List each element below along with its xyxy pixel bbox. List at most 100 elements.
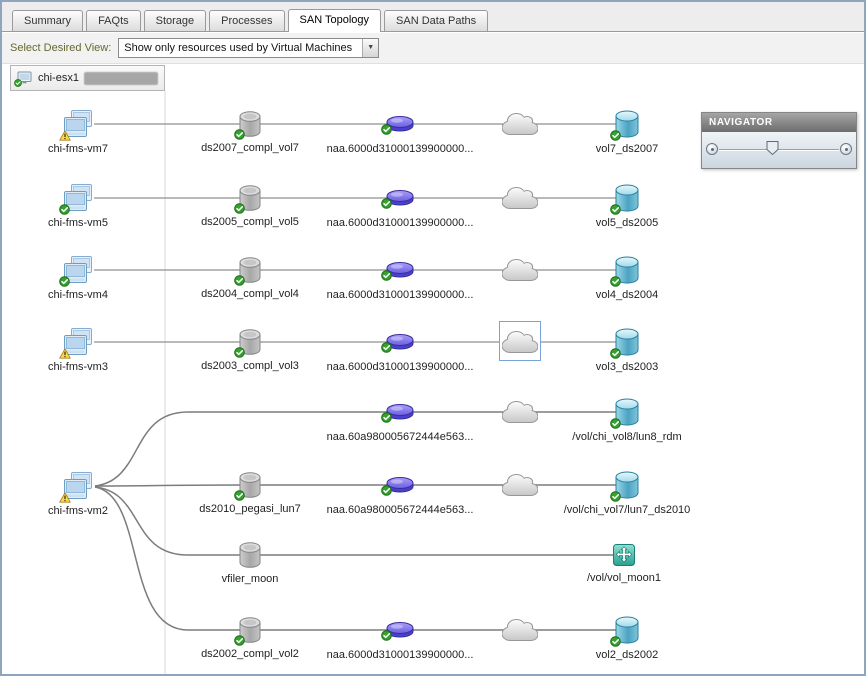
redacted-text xyxy=(83,71,158,85)
datastore-icon xyxy=(238,616,262,644)
tab-faqts[interactable]: FAQts xyxy=(86,10,141,31)
node-label: naa.60a980005672444e563... xyxy=(326,431,474,443)
node-network-cloud-row-3[interactable] xyxy=(490,258,550,282)
lun-disk-icon xyxy=(385,261,415,279)
node-network-cloud-row-7[interactable] xyxy=(490,618,550,642)
node-volume-lun7-ds2010[interactable]: /vol/chi_vol7/lun7_ds2010 xyxy=(542,470,712,516)
node-vm-chi-fms-vm3[interactable]: chi-fms-vm3 xyxy=(2,327,163,373)
node-vm-chi-fms-vm5[interactable]: chi-fms-vm5 xyxy=(2,183,163,229)
node-datastore-ds2004[interactable]: ds2004_compl_vol4 xyxy=(165,256,335,300)
node-vm-chi-fms-vm2[interactable]: chi-fms-vm2 xyxy=(2,471,163,517)
node-lun-row-1[interactable]: naa.6000d31000139900000... xyxy=(315,115,485,155)
node-lun-row-4[interactable]: naa.6000d31000139900000... xyxy=(315,333,485,373)
node-volume-vol4-ds2004[interactable]: vol4_ds2004 xyxy=(542,255,712,301)
view-selector-value: Show only resources used by Virtual Mach… xyxy=(124,42,353,54)
lun-disk-icon xyxy=(385,189,415,207)
node-label: /vol/chi_vol7/lun7_ds2010 xyxy=(563,504,691,516)
node-label: chi-fms-vm7 xyxy=(48,143,108,155)
ok-badge xyxy=(610,418,621,429)
zoom-out-dot-icon xyxy=(710,147,714,151)
ok-badge xyxy=(381,342,392,353)
tab-summary[interactable]: Summary xyxy=(12,10,84,31)
node-lun-row-3[interactable]: naa.6000d31000139900000... xyxy=(315,261,485,301)
node-volume-vol5-ds2005[interactable]: vol5_ds2005 xyxy=(542,183,712,229)
node-network-cloud-row-6[interactable] xyxy=(490,473,550,497)
node-network-cloud-row-1[interactable] xyxy=(490,112,550,136)
tab-storage[interactable]: Storage xyxy=(143,10,207,31)
node-label: ds2002_compl_vol2 xyxy=(201,648,299,660)
node-lun-row-5[interactable]: naa.60a980005672444e563... xyxy=(315,403,485,443)
node-network-cloud-row-2[interactable] xyxy=(490,186,550,210)
node-label: naa.6000d31000139900000... xyxy=(326,143,474,155)
chevron-down-icon: ▼ xyxy=(362,39,379,57)
host-label: chi-esx1 xyxy=(38,72,79,84)
node-label: naa.60a980005672444e563... xyxy=(326,504,474,516)
datastore-icon xyxy=(238,541,262,569)
datastore-icon xyxy=(238,256,262,284)
view-selector-dropdown[interactable]: Show only resources used by Virtual Mach… xyxy=(118,38,380,58)
host-node-chi-esx1[interactable]: chi-esx1 xyxy=(10,65,165,91)
node-datastore-vfiler-moon[interactable]: vfiler_moon xyxy=(165,541,335,585)
node-volume-vol3-ds2003[interactable]: vol3_ds2003 xyxy=(542,327,712,373)
cloud-icon xyxy=(502,258,538,282)
node-volume-vol7-ds2007[interactable]: vol7_ds2007 xyxy=(542,109,712,155)
node-network-cloud-row-4-selected[interactable] xyxy=(490,330,550,354)
node-label: naa.6000d31000139900000... xyxy=(326,649,474,661)
tab-san-data-paths[interactable]: SAN Data Paths xyxy=(384,10,489,31)
volume-icon xyxy=(614,109,640,139)
node-volume-lun8-rdm[interactable]: /vol/chi_vol8/lun8_rdm xyxy=(542,397,712,443)
node-label: vol5_ds2005 xyxy=(595,217,659,229)
tab-bar: Summary FAQts Storage Processes SAN Topo… xyxy=(2,2,864,32)
node-label: /vol/vol_moon1 xyxy=(587,572,661,584)
volume-icon xyxy=(614,470,640,500)
zoom-in-button[interactable] xyxy=(840,143,852,155)
ok-badge xyxy=(381,485,392,496)
node-volume-vol-moon1[interactable]: /vol/vol_moon1 xyxy=(539,542,709,584)
node-datastore-ds2010-pegasi[interactable]: ds2010_pegasi_lun7 xyxy=(165,471,335,515)
node-label: vol2_ds2002 xyxy=(595,649,659,661)
node-lun-row-7[interactable]: naa.6000d31000139900000... xyxy=(315,621,485,661)
tab-processes[interactable]: Processes xyxy=(209,10,285,31)
cloud-icon xyxy=(502,330,538,354)
zoom-slider-track[interactable] xyxy=(719,149,839,151)
node-lun-row-6[interactable]: naa.60a980005672444e563... xyxy=(315,476,485,516)
node-datastore-ds2007[interactable]: ds2007_compl_vol7 xyxy=(165,110,335,154)
tab-san-topology[interactable]: SAN Topology xyxy=(287,9,382,32)
node-vm-chi-fms-vm4[interactable]: chi-fms-vm4 xyxy=(2,255,163,301)
ok-badge xyxy=(610,491,621,502)
zoom-out-button[interactable] xyxy=(706,143,718,155)
node-datastore-ds2003[interactable]: ds2003_compl_vol3 xyxy=(165,328,335,372)
node-network-cloud-row-5[interactable] xyxy=(490,400,550,424)
navigator-header[interactable]: NAVIGATOR xyxy=(702,113,856,132)
view-toolbar: Select Desired View: Show only resources… xyxy=(2,33,864,64)
node-label: vol4_ds2004 xyxy=(595,289,659,301)
lun-disk-icon xyxy=(385,333,415,351)
view-selector-label: Select Desired View: xyxy=(10,42,112,54)
cloud-icon xyxy=(502,473,538,497)
node-label: vfiler_moon xyxy=(221,573,279,585)
lun-disk-icon xyxy=(385,476,415,494)
node-lun-row-2[interactable]: naa.6000d31000139900000... xyxy=(315,189,485,229)
datastore-icon xyxy=(238,110,262,138)
node-label: naa.6000d31000139900000... xyxy=(326,217,474,229)
node-datastore-ds2005[interactable]: ds2005_compl_vol5 xyxy=(165,184,335,228)
lun-disk-icon xyxy=(385,115,415,133)
node-volume-vol2-ds2002[interactable]: vol2_ds2002 xyxy=(542,615,712,661)
ok-badge xyxy=(610,276,621,287)
node-label: vol7_ds2007 xyxy=(595,143,659,155)
node-label: chi-fms-vm5 xyxy=(48,217,108,229)
ok-badge xyxy=(381,270,392,281)
zoom-slider-handle[interactable] xyxy=(766,140,779,156)
cloud-icon xyxy=(502,618,538,642)
ok-badge xyxy=(234,347,245,358)
vm-icon xyxy=(63,255,93,285)
vm-icon xyxy=(63,183,93,213)
volume-move-arrows-icon xyxy=(612,542,636,568)
node-vm-chi-fms-vm7[interactable]: chi-fms-vm7 xyxy=(2,109,163,155)
ok-badge xyxy=(234,129,245,140)
zoom-in-dot-icon xyxy=(844,147,848,151)
node-label: ds2005_compl_vol5 xyxy=(201,216,299,228)
node-datastore-ds2002[interactable]: ds2002_compl_vol2 xyxy=(165,616,335,660)
node-label: vol3_ds2003 xyxy=(595,361,659,373)
node-label: chi-fms-vm2 xyxy=(48,505,108,517)
